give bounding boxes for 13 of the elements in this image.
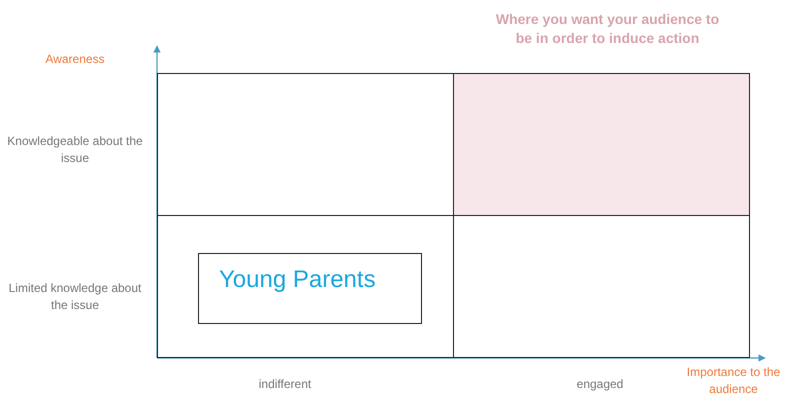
axis-title: Awareness [44, 51, 106, 68]
axis-title: Importance to the audience [686, 364, 782, 398]
row-label: Limited knowledge about the issue [8, 280, 142, 314]
column-label: indifferent [258, 376, 312, 393]
quadrant-cell [157, 73, 454, 216]
quadrant-cell [157, 215, 454, 358]
row-label: Knowledgeable about the issue [6, 133, 144, 167]
column-label: engaged [576, 376, 624, 393]
quadrant-cell [453, 215, 750, 358]
label-box [198, 253, 422, 324]
node-label: Young Parents [219, 266, 376, 294]
quadrant-cell [453, 73, 750, 216]
callout-note: Where you want your audience to be in order to induce action [494, 10, 720, 48]
